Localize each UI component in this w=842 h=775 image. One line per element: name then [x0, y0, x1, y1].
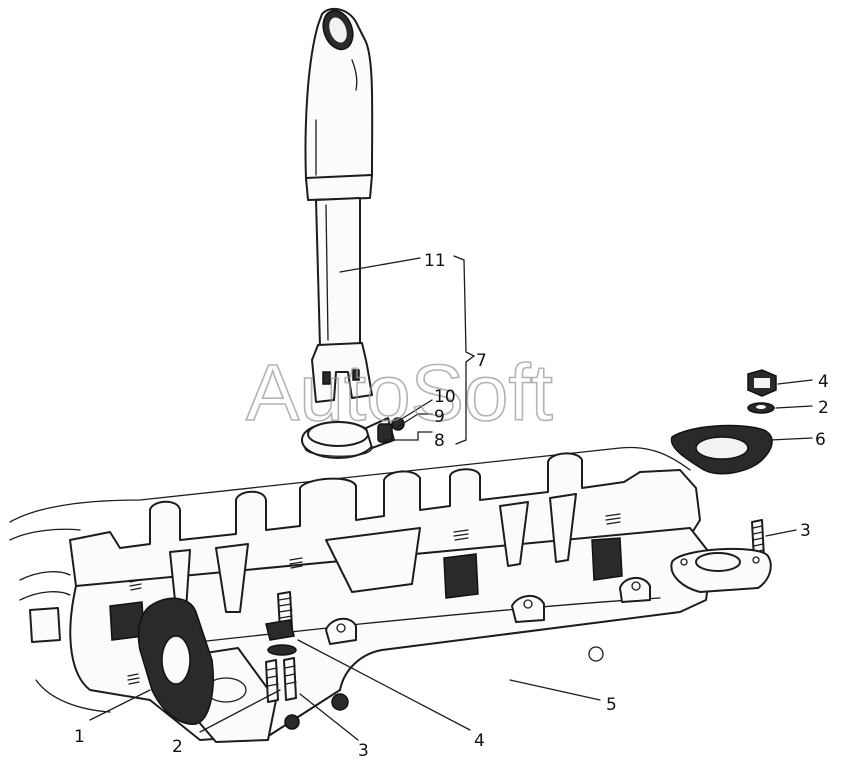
callout-3-left: 3	[358, 741, 369, 761]
lower-fasteners	[265, 591, 297, 703]
callout-labels: 11 7 10 9 8 4 2 6 3 5 1 2 3 4	[74, 251, 829, 761]
callout-2-left: 2	[172, 737, 183, 757]
gasket	[670, 424, 773, 475]
callout-11: 11	[424, 251, 446, 271]
exhaust-tail-pipe	[304, 7, 374, 403]
callout-9: 9	[434, 407, 445, 427]
callout-4-nut: 4	[818, 372, 829, 392]
pipe-clamp	[301, 417, 405, 459]
callout-3-right: 3	[800, 521, 811, 541]
watermark-text: AutoSoft	[246, 348, 553, 437]
callout-6: 6	[815, 430, 826, 450]
callout-10: 10	[434, 387, 456, 407]
callout-2-washer: 2	[818, 398, 829, 418]
nut	[747, 369, 777, 397]
callout-1: 1	[74, 727, 85, 747]
callout-7: 7	[476, 351, 487, 371]
callout-4-bottom: 4	[474, 731, 485, 751]
leader-lines	[89, 255, 813, 741]
exhaust-manifold	[9, 446, 772, 743]
washer	[747, 402, 775, 414]
callout-5: 5	[606, 695, 617, 715]
callout-8: 8	[434, 431, 445, 451]
